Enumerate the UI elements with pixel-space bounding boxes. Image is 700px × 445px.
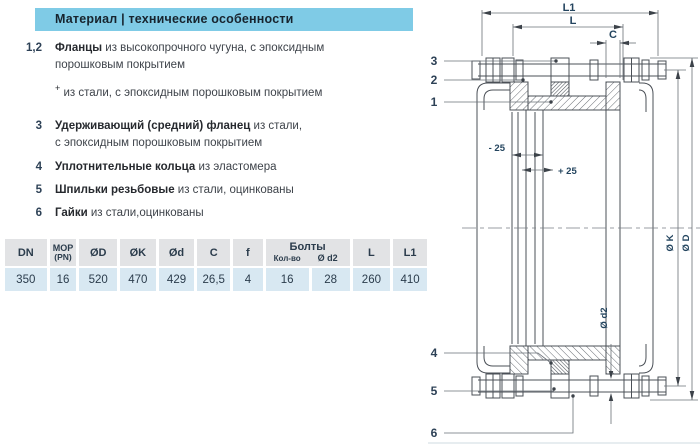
footnote-marker: +: [55, 83, 61, 93]
callout-leaders: [444, 60, 574, 434]
callout-2: 2: [431, 73, 438, 87]
dim-label-od: Ø D: [681, 234, 692, 251]
cell-bolts-d2: 28: [311, 268, 350, 291]
cell-mop: 16: [49, 268, 77, 291]
material-item-middle-flange: 3 Удерживающий (средний) фланец из стали…: [0, 118, 425, 152]
dim-label-l1: L1: [563, 2, 576, 14]
cell-bolts-qty: 16: [265, 268, 309, 291]
dimension-lines: [481, 10, 698, 424]
cell-f: 4: [233, 268, 263, 291]
col-dn: DN: [5, 239, 47, 266]
col-f: f: [233, 239, 263, 266]
item-text: Гайки из стали,оцинкованы: [55, 205, 425, 222]
item-text: Шпильки резьбовые из стали, оцинкованы: [55, 182, 425, 199]
col-bolts-title: Болты: [289, 241, 326, 253]
item-text: Уплотнительные кольца из эластомера: [55, 159, 425, 176]
callout-dots: [521, 59, 575, 398]
col-ok: ØK: [120, 239, 156, 266]
callout-4: 4: [431, 346, 438, 360]
item-number: 3: [35, 120, 42, 132]
cell-l: 260: [352, 268, 391, 291]
dim-label-l: L: [570, 15, 577, 27]
cell-ok: 470: [120, 268, 156, 291]
material-item-seal-rings: 4 Уплотнительные кольца из эластомера: [0, 159, 425, 176]
item-term: Уплотнительные кольца: [55, 161, 196, 173]
dim-label-ok: Ø K: [665, 234, 676, 251]
item-term: Гайки: [55, 207, 88, 219]
item-desc-line2: порошковым покрытием: [55, 59, 185, 71]
item-number: 4: [35, 161, 42, 173]
col-mop-line2: (PN): [54, 252, 72, 262]
item-term: Удерживающий (средний) фланец: [55, 120, 251, 132]
col-bolts-d2: Ø d2: [317, 253, 338, 263]
item-text: Удерживающий (средний) фланец из стали, …: [55, 118, 425, 152]
col-mop: МОР (PN): [49, 239, 77, 266]
item-number: 6: [35, 207, 42, 219]
cell-c: 26,5: [197, 268, 231, 291]
footnote-text: из стали, с эпоксидным порошковым покрыт…: [63, 86, 323, 99]
item-text: Фланцы из высокопрочного чугуна, с эпокс…: [55, 40, 425, 74]
material-item-studs: 5 Шпильки резьбовые из стали, оцинкованы: [0, 182, 425, 199]
callout-1: 1: [431, 95, 438, 109]
item-number: 5: [35, 184, 42, 196]
cell-dn: 350: [5, 268, 47, 291]
col-bolts-qty: Кол-во: [273, 254, 301, 263]
section-header: Материал | технические особенности: [35, 8, 413, 31]
cell-od: 520: [79, 268, 118, 291]
material-footnote: + из стали, с эпоксидным порошковым покр…: [55, 83, 425, 99]
col-bolts-subheaders: Кол-во Ø d2: [266, 253, 350, 264]
col-c: C: [197, 239, 231, 266]
item-desc: из стали, оцинкованы: [174, 184, 294, 196]
joint-cross-section: [471, 57, 667, 229]
dimensions-table: DN МОР (PN) ØD ØK Ød C f Болты Кол-во Ø …: [2, 237, 430, 293]
item-number: 1,2: [26, 42, 42, 54]
dim-label-minus25: - 25: [489, 143, 506, 154]
col-odd: Ød: [158, 239, 195, 266]
callout-5: 5: [431, 384, 438, 398]
dismantling-joint-drawing: L1 L C - 25 + 25 Ø K Ø D Ø d2 3 2 1 4 5 …: [428, 2, 700, 444]
col-od: ØD: [79, 239, 118, 266]
dim-label-plus25: + 25: [558, 166, 577, 177]
col-bolts: Болты Кол-во Ø d2: [265, 239, 350, 266]
col-l1: L1: [393, 239, 427, 266]
col-l: L: [352, 239, 391, 266]
item-term: Фланцы: [55, 42, 103, 54]
item-desc-line2: с эпоксидным порошковым покрытием: [55, 137, 263, 149]
dim-label-od2: Ø d2: [599, 307, 610, 328]
col-mop-line1: МОР: [52, 243, 74, 253]
cell-odd: 429: [158, 268, 195, 291]
cell-l1: 410: [393, 268, 427, 291]
table-header-row: DN МОР (PN) ØD ØK Ød C f Болты Кол-во Ø …: [5, 239, 427, 266]
callout-6: 6: [431, 426, 438, 440]
callout-3: 3: [431, 54, 438, 68]
table-data-row: 350 16 520 470 429 26,5 4 16 28 260 410: [5, 268, 427, 291]
material-item-nuts: 6 Гайки из стали,оцинкованы: [0, 205, 425, 222]
dimension-arrows: [482, 10, 695, 401]
materials-section: Материал | технические особенности 1,2 Ф…: [0, 8, 430, 293]
item-desc: из стали,: [250, 120, 303, 132]
item-desc: из эластомера: [195, 161, 277, 173]
material-item-flanges: 1,2 Фланцы из высокопрочного чугуна, с э…: [0, 40, 425, 74]
item-desc: из высокопрочного чугуна, с эпоксидным: [102, 42, 325, 54]
item-term: Шпильки резьбовые: [55, 184, 175, 196]
item-desc: из стали,оцинкованы: [87, 207, 204, 219]
dim-label-c: C: [609, 29, 617, 41]
